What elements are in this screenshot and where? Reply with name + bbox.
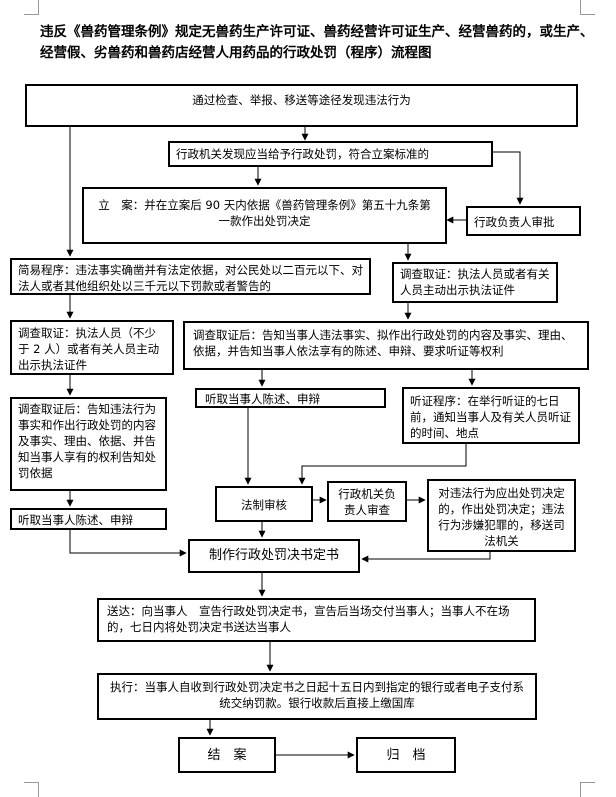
node-hearing-procedure: 听证程序：在举行听证的七日前，通知当事人及有关人员听证的时间、地点: [402, 387, 580, 444]
crop-mark-top-right: [580, 0, 595, 15]
node-investigate-simple: 调查取证：执法人员（不少于 2 人）或者有关人员主动出示执法证件: [10, 320, 174, 375]
node-hear-statement-simple: 听取当事人陈述、申辩: [10, 508, 167, 530]
node-legal-review: 法制审核: [215, 486, 313, 522]
node-execute: 执行：当事人自收到行政处罚决定书之日起十五日内到指定的银行或者电子支付系统交纳罚…: [97, 673, 537, 720]
node-after-investigate-simple: 调查取证后：告知违法行为事实和作出行政处罚的内容及事实、理由、依据、并告知当事人…: [10, 397, 167, 491]
node-simple-procedure: 简易程序：违法事实确凿并有法定依据，对公民处以二百元以下、对法人或者其他组织处以…: [10, 258, 371, 295]
node-approval: 行政负责人审批: [466, 206, 581, 236]
node-discover: 通过检查、举报、移送等途径发现违法行为: [25, 84, 578, 127]
crop-mark-bottom-right: [580, 782, 595, 797]
node-hear-statement-general: 听取当事人陈述、申辩: [195, 388, 386, 408]
node-archive: 归 档: [356, 737, 456, 773]
crop-mark-top-left: [24, 0, 39, 15]
node-deliver: 送达：向当事人 宣告行政处罚决定书，宣告后当场交付当事人；当事人不在场的，七日内…: [97, 598, 536, 642]
node-file-case: 立 案：并在立案后 90 天内依据《兽药管理条例》第五十九条第一款作出处罚决定: [82, 187, 447, 244]
node-close-case: 结 案: [178, 737, 276, 773]
node-make-decision: 制作行政处罚决书定书: [188, 539, 360, 573]
crop-mark-bottom-left: [24, 782, 39, 797]
node-agency-find: 行政机关发现应当给予行政处罚，符合立案标准的: [168, 141, 493, 167]
page-title: 违反《兽药管理条例》规定无兽药生产许可证、兽药经营许可证生产、经营兽药的，或生产…: [40, 24, 594, 61]
node-after-investigate-general: 调查取证后：告知当事人违法事实、拟作出行政处罚的内容及事实、理由、依据，并告知当…: [183, 321, 589, 370]
node-investigate-general: 调查取证：执法人员或者有关人员主动出示执法证件: [392, 262, 558, 303]
node-transfer: 对违法行为应出处罚决定的，作出处罚决定；违法行为涉嫌犯罪的，移送司法机关: [427, 479, 576, 552]
node-officer-review: 行政机关负责人审查: [327, 481, 407, 522]
